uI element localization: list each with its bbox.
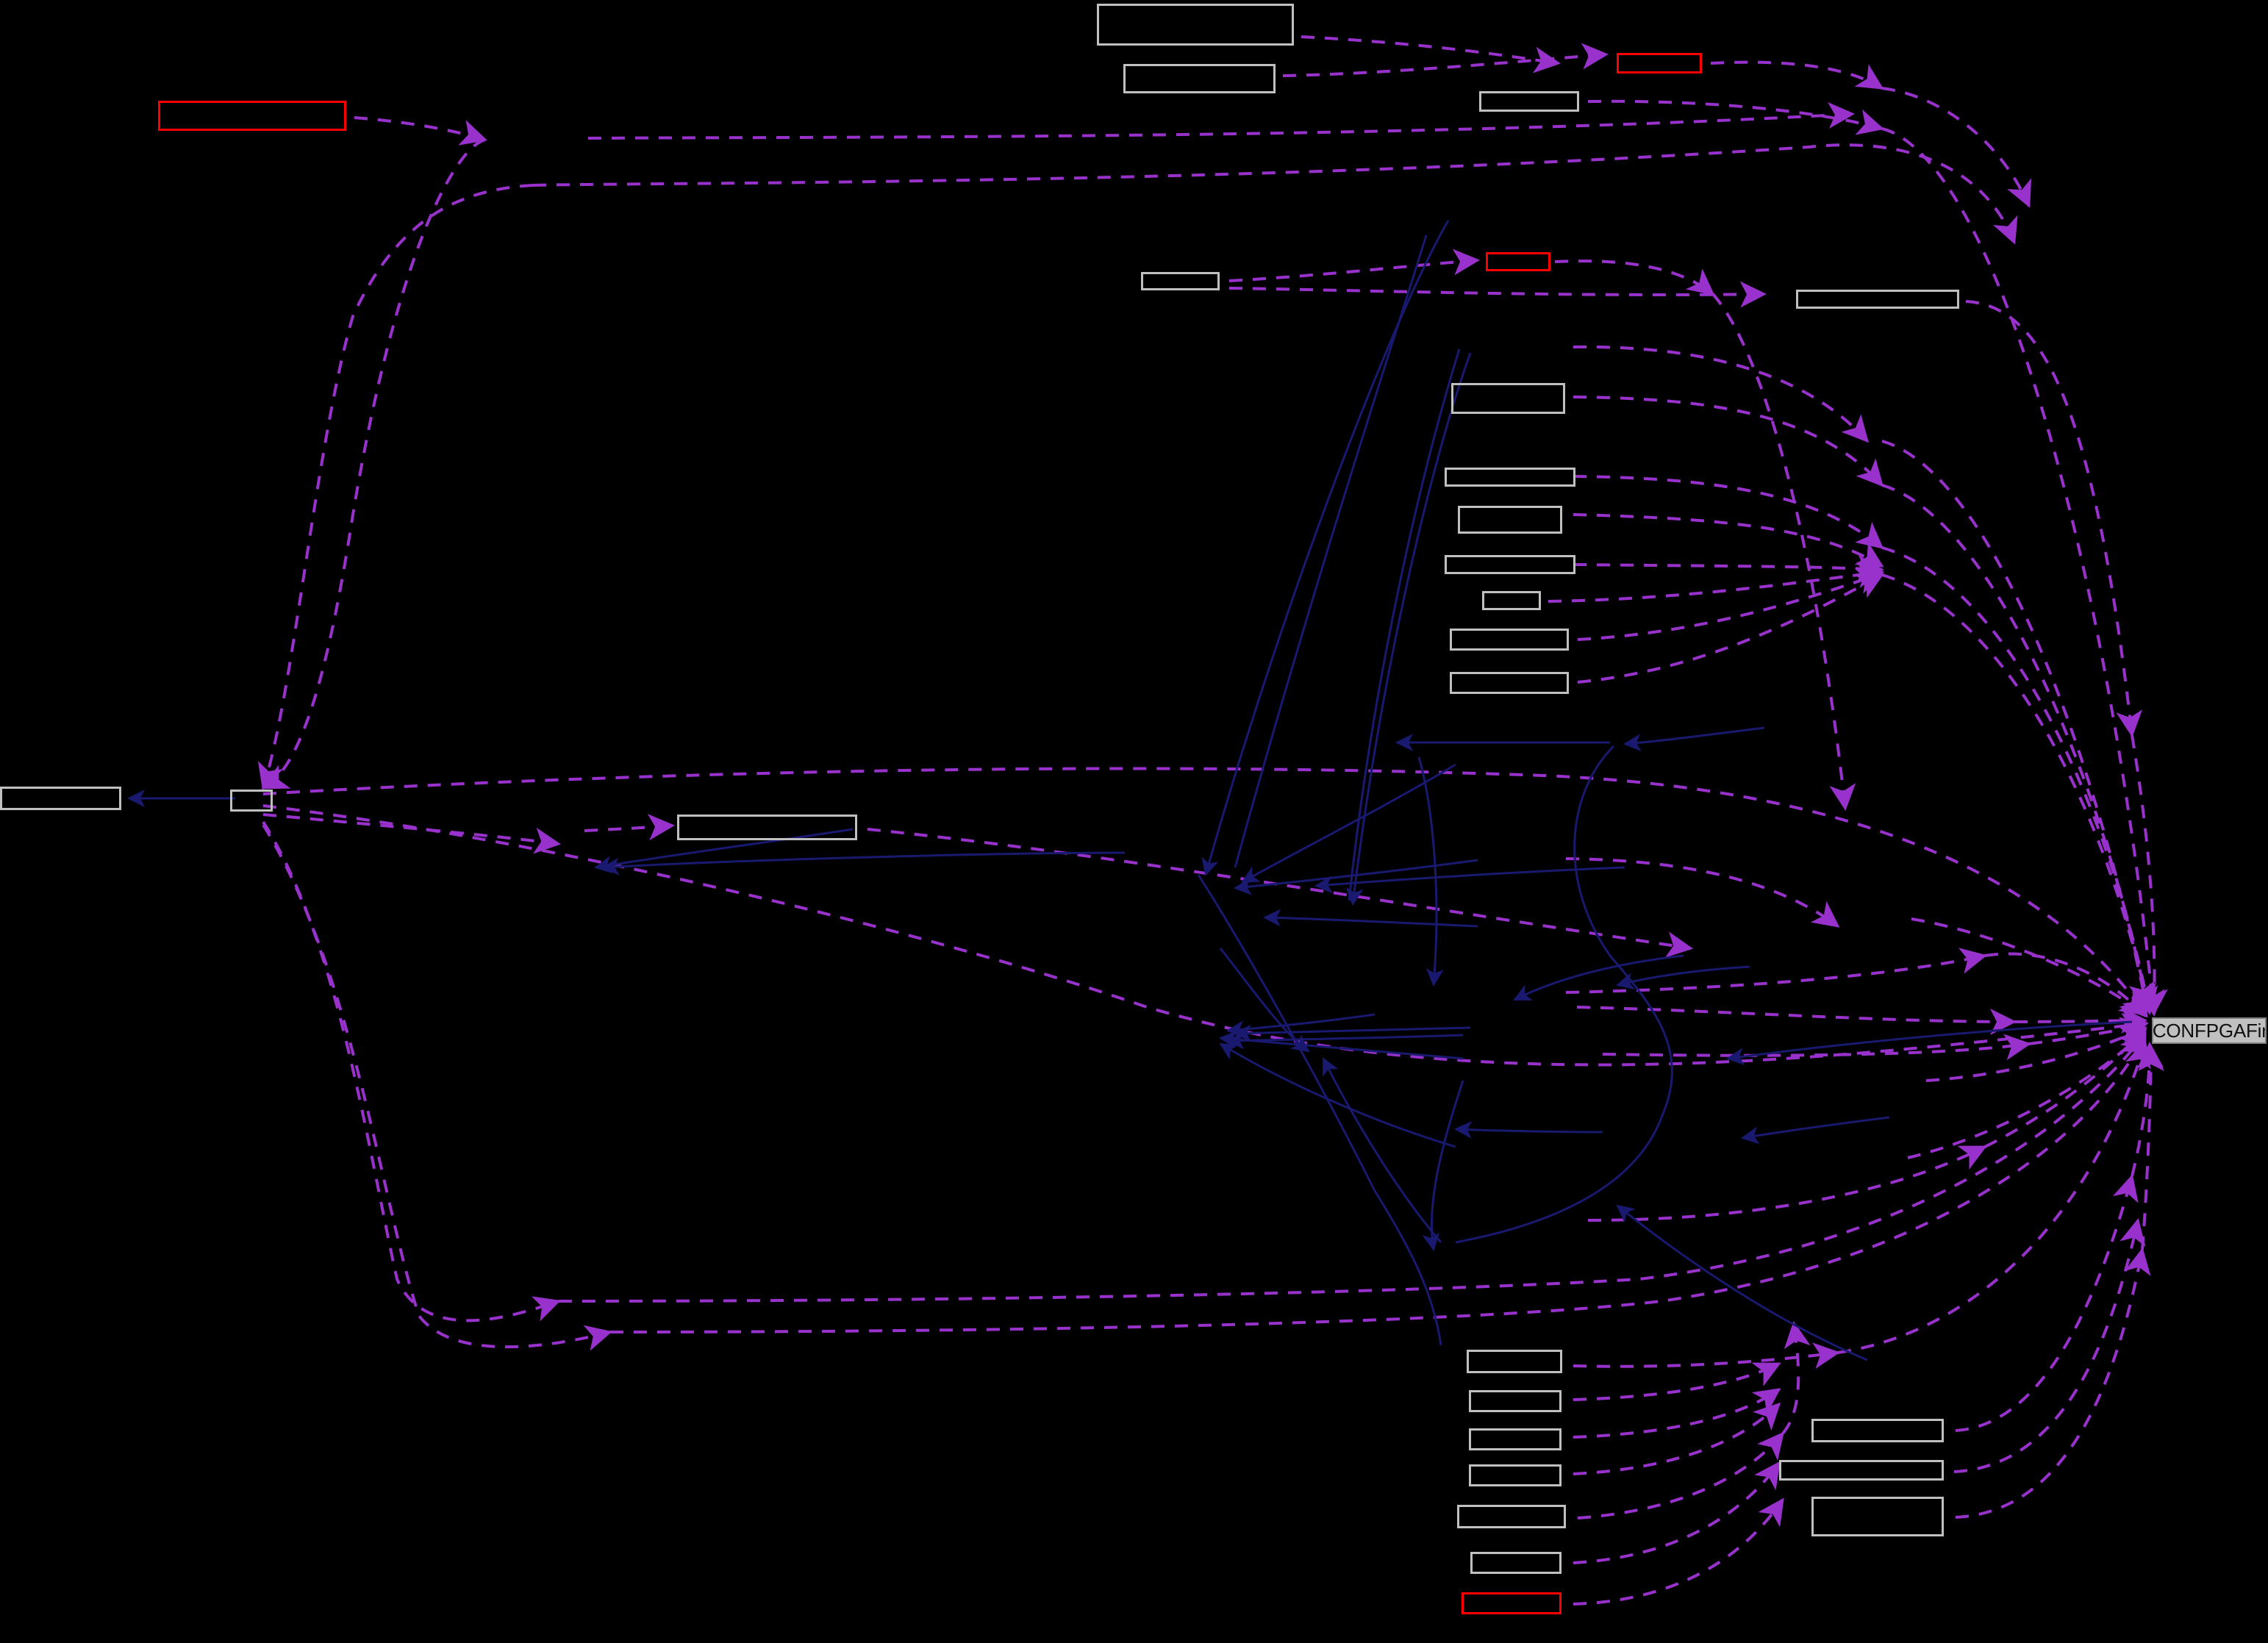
node-box[interactable] bbox=[1450, 672, 1569, 694]
node-box[interactable] bbox=[1450, 629, 1569, 651]
node-box-error[interactable] bbox=[1617, 53, 1702, 74]
node-box[interactable] bbox=[1458, 506, 1562, 534]
node-datconfpgafindlet[interactable]: DATCONFPGAFindlet bbox=[2152, 1017, 2267, 1044]
node-box[interactable] bbox=[1451, 383, 1565, 414]
blue-solid-edges bbox=[127, 220, 2133, 1361]
node-box[interactable] bbox=[1779, 1460, 1944, 1481]
node-box[interactable] bbox=[1811, 1419, 1944, 1442]
node-box[interactable] bbox=[1482, 591, 1541, 610]
node-box[interactable] bbox=[1469, 1428, 1562, 1450]
node-box[interactable] bbox=[1445, 468, 1575, 487]
node-box[interactable] bbox=[1141, 272, 1220, 290]
node-box[interactable] bbox=[1123, 64, 1276, 93]
node-box-error[interactable] bbox=[1462, 1592, 1562, 1614]
node-box[interactable] bbox=[677, 815, 857, 840]
node-box[interactable] bbox=[1470, 1552, 1562, 1574]
node-box[interactable] bbox=[1467, 1350, 1562, 1373]
node-box[interactable] bbox=[1796, 290, 1959, 309]
node-box[interactable] bbox=[1469, 1464, 1562, 1486]
node-box[interactable] bbox=[0, 787, 121, 810]
node-box[interactable] bbox=[1479, 91, 1579, 112]
node-box[interactable] bbox=[1097, 4, 1294, 46]
node-box-error[interactable] bbox=[1486, 252, 1550, 271]
purple-dashed-edges bbox=[257, 35, 2168, 1606]
node-box[interactable] bbox=[1457, 1505, 1566, 1528]
node-box[interactable] bbox=[230, 790, 273, 812]
node-box-error[interactable] bbox=[158, 101, 346, 131]
node-box[interactable] bbox=[1469, 1390, 1562, 1412]
blue-curve-decorations bbox=[1197, 235, 1673, 1346]
node-label: DATCONFPGAFindlet bbox=[2152, 1019, 2265, 1042]
node-box[interactable] bbox=[1445, 555, 1575, 574]
node-box[interactable] bbox=[1811, 1497, 1944, 1536]
